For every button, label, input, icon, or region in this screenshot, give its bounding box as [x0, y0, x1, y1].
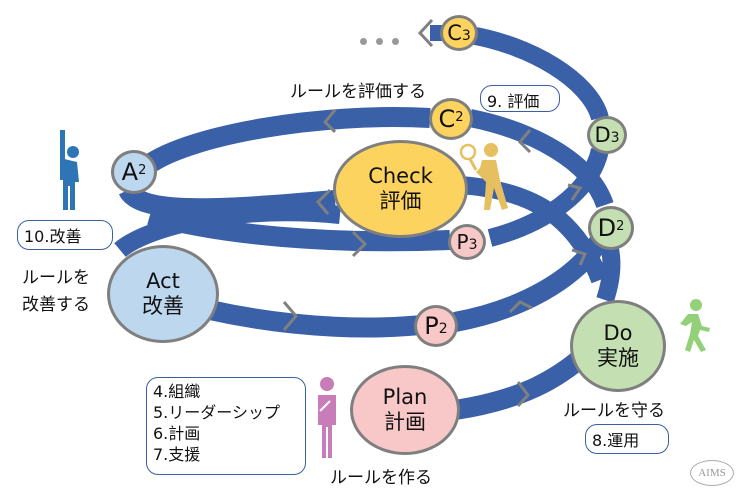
direction-chevron: [315, 188, 332, 215]
check-ja: 評価: [379, 189, 422, 213]
spiral-segment-check-to-p3: [147, 205, 451, 252]
spiral-segment-p3-to-d3: [487, 147, 609, 247]
direction-chevron: [417, 18, 434, 48]
direction-chevron: [516, 381, 530, 408]
do-en: Do: [603, 320, 633, 345]
direction-chevron: [322, 109, 337, 134]
act-en: Act: [146, 268, 180, 293]
plan-ja: 計画: [384, 410, 426, 434]
do-ja: 実施: [597, 346, 639, 370]
clause-plan-item: 4.組織: [153, 382, 201, 401]
walking-person-icon: [680, 299, 710, 352]
clause-check: 9. 評価: [480, 85, 560, 112]
direction-chevron: [508, 300, 533, 314]
direction-chevron: [567, 183, 583, 201]
direction-chevron: [282, 301, 298, 331]
clause-plan-list: 4.組織 5.リーダーシップ 6.計画 7.支援: [146, 377, 306, 475]
spiral-segment-c2-to-a2: [142, 107, 431, 174]
spiral-segment-check-to-d2: [459, 176, 609, 284]
thinking-person-icon: [318, 377, 336, 458]
clause-plan-item: 5.リーダーシップ: [153, 403, 280, 422]
direction-chevron: [351, 230, 368, 258]
act-caption-line1: ルールを: [22, 268, 90, 288]
direction-chevron: [571, 248, 588, 266]
act-node: Act 改善: [107, 245, 219, 343]
check-en: Check: [368, 163, 433, 188]
check-node: Check 評価: [333, 140, 468, 238]
do-caption: ルールを守る: [563, 401, 665, 421]
ellipsis-icon: [360, 30, 408, 49]
raised-hand-person-icon: [60, 130, 79, 210]
clause-plan-item: 6.計画: [153, 424, 201, 443]
act-ja: 改善: [142, 294, 184, 318]
spiral-segment-d2-to-c2: [468, 109, 614, 209]
spiral-segment-act-to-p2: [207, 300, 432, 338]
plan-en: Plan: [382, 384, 428, 409]
do-node: Do 実施: [570, 300, 666, 392]
spiral-segment-d3-to-c3: [468, 26, 609, 121]
act-caption-line2: 改善する: [22, 295, 90, 315]
plan-caption: ルールを作る: [330, 468, 432, 488]
magnifier-person-icon: [459, 143, 508, 210]
aims-logo: AIMS: [690, 460, 734, 486]
plan-node: Plan 計画: [350, 365, 460, 455]
clause-act: 10.改善: [17, 220, 113, 250]
check-caption: ルールを評価する: [290, 82, 426, 102]
clause-do: 8.運用: [585, 424, 669, 454]
clause-plan-item: 7.支援: [153, 445, 201, 464]
direction-chevron: [517, 129, 532, 154]
